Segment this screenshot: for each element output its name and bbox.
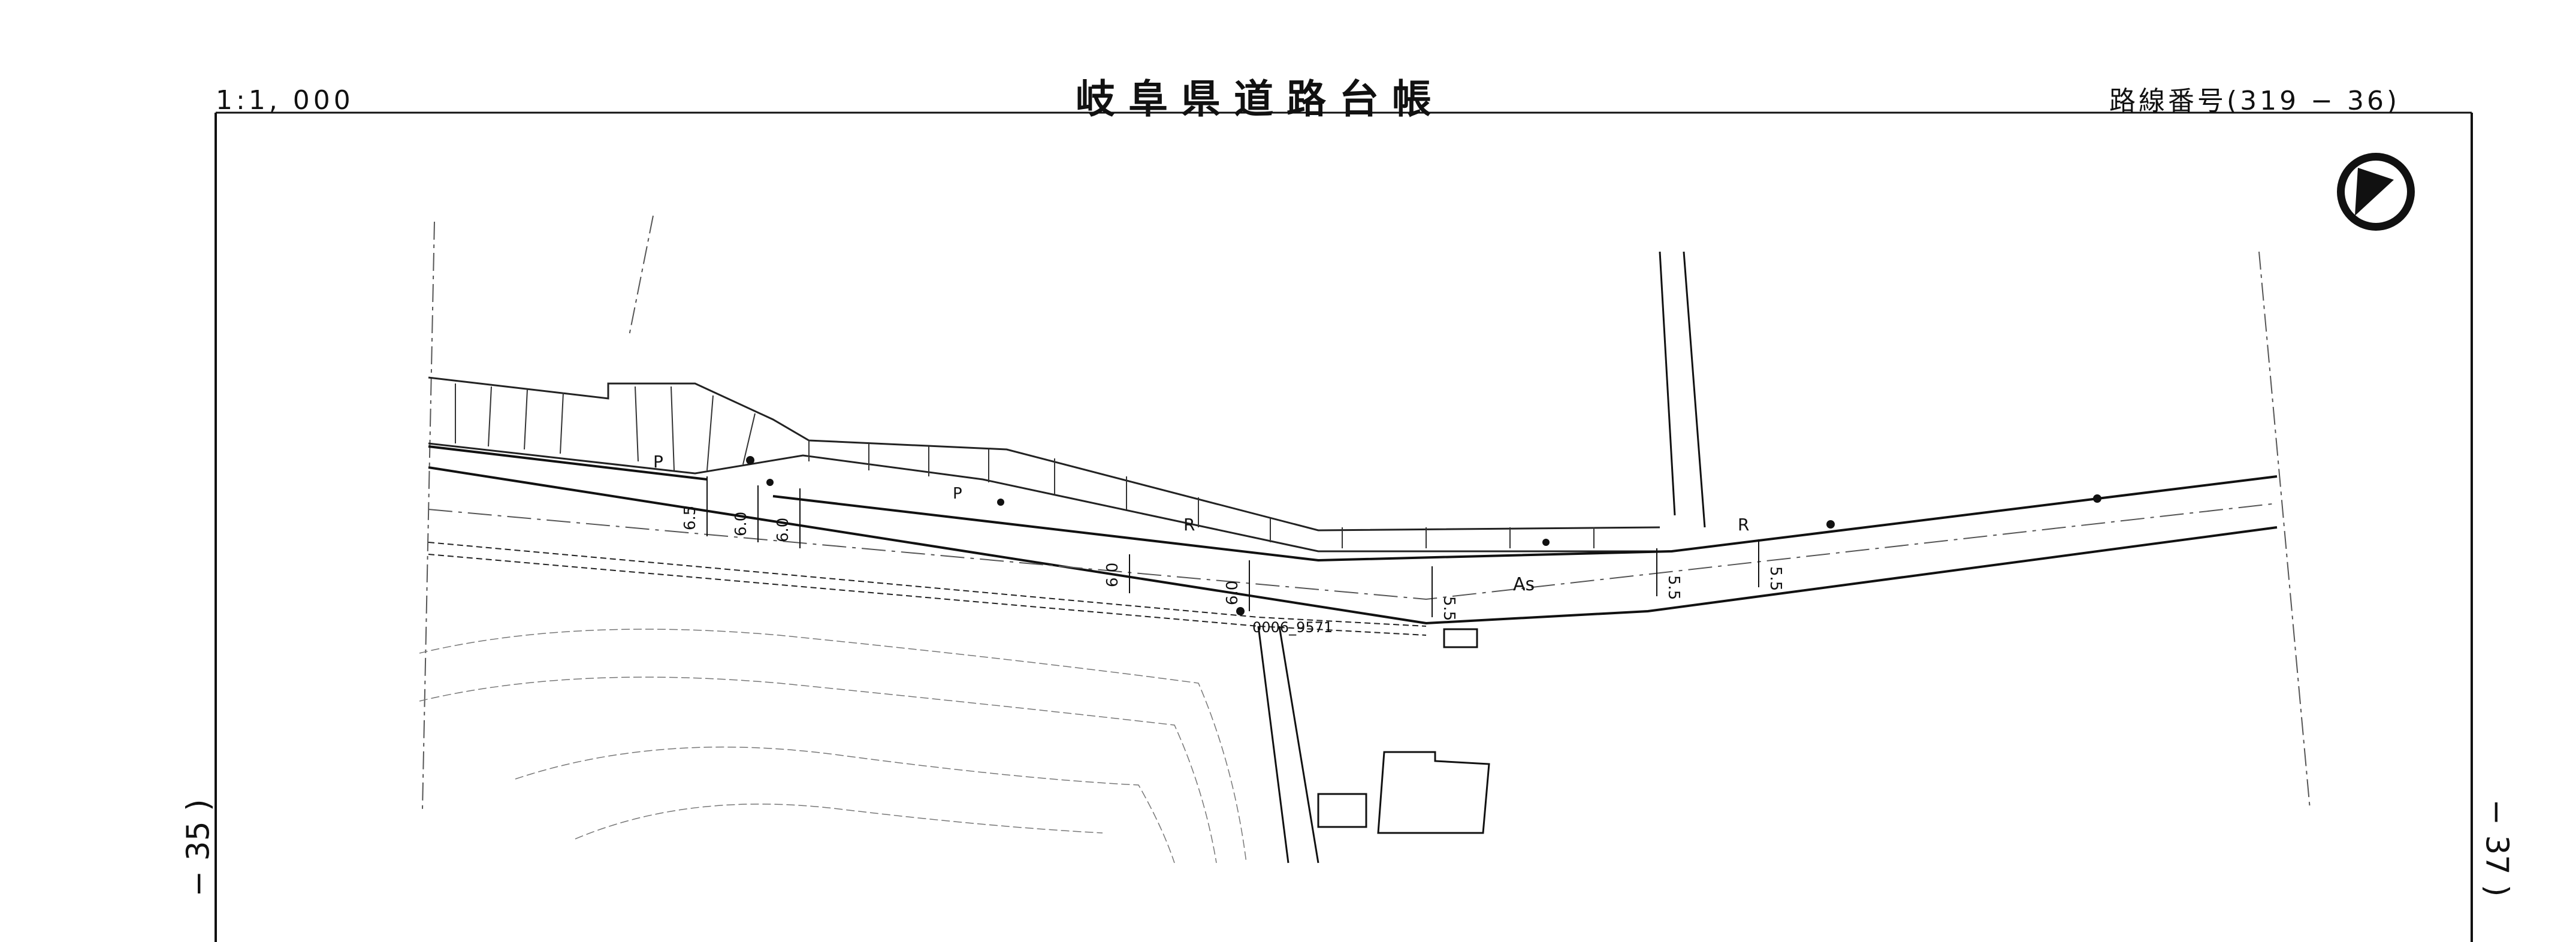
road-edges — [428, 445, 2278, 625]
road-labels: P P R R As 0006_9571 — [653, 452, 1749, 636]
width-label: 6.0 — [774, 518, 792, 542]
width-label: 6.0 — [732, 512, 750, 536]
retaining-label-r1: R — [1183, 515, 1195, 535]
width-dimension-lines — [706, 476, 1759, 617]
roadside-boundary — [428, 542, 1427, 636]
buildings — [1317, 628, 1490, 834]
road-centerline — [428, 503, 2278, 600]
route-number: 路線番号(319 − 36) — [2109, 86, 2400, 116]
distance-marker: 0006_9571 — [1252, 619, 1333, 636]
surface-label: As — [1513, 574, 1535, 595]
map-scale: 1:1, 000 — [216, 85, 354, 116]
retaining-label-r2: R — [1738, 515, 1749, 535]
page-title: 岐阜県道路台帳 — [1076, 76, 1445, 122]
width-label: 6.0 — [1224, 581, 1242, 605]
width-label: 5.5 — [1665, 575, 1683, 600]
pavement-label-p2: P — [953, 485, 962, 503]
pavement-label-p1: P — [653, 452, 663, 472]
side-road-north — [1659, 251, 1706, 528]
contour-lines — [419, 629, 1247, 864]
width-label: 6.5 — [681, 506, 699, 530]
side-road-south — [1257, 626, 1319, 864]
survey-limit-lines — [422, 215, 2311, 810]
width-labels: 6.5 6.0 6.0 6.0 6.0 5.5 5.5 5.5 — [681, 506, 1784, 621]
width-label: 6.0 — [1104, 563, 1122, 587]
utility-poles — [746, 456, 2101, 615]
width-label: 5.5 — [1766, 566, 1784, 591]
north-arrow-icon — [2337, 153, 2415, 231]
slope-hatching — [455, 384, 1594, 548]
embankment — [428, 376, 1672, 552]
width-label: 5.5 — [1440, 596, 1458, 621]
